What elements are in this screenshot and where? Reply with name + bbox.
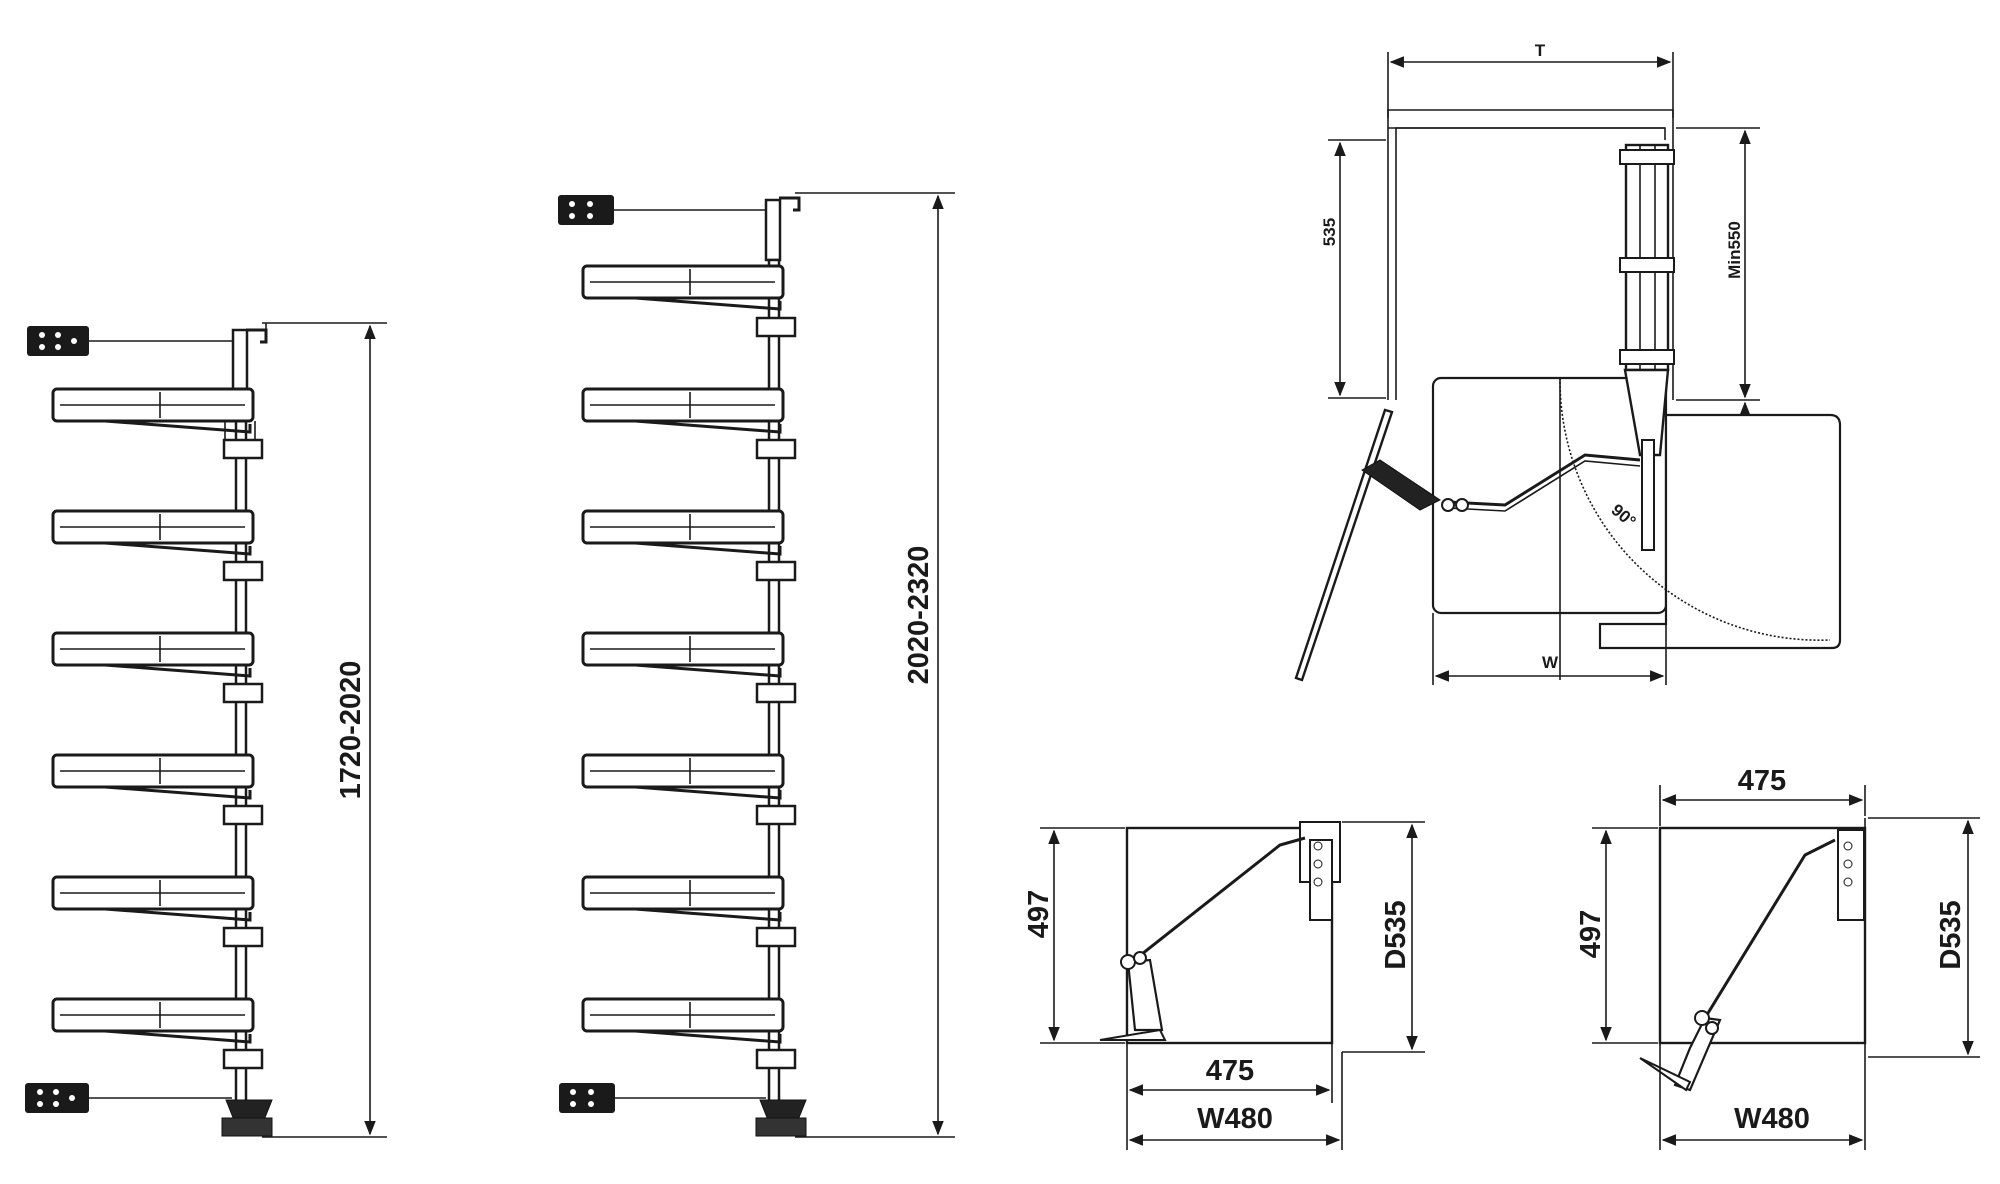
middle-shelf-1: [581, 264, 797, 338]
top-plan-view: T 535 Min550 450: [1294, 41, 1842, 685]
br-mechanism: [1639, 829, 1865, 1092]
bl-depth-inner-label: 497: [1023, 890, 1055, 938]
top-door: [1294, 408, 1441, 682]
br-cabinet-box: [1658, 826, 1867, 1045]
bl-width-inner-label: 475: [1206, 1055, 1254, 1087]
middle-shelf-4: [581, 631, 797, 704]
br-depth-label: D535: [1935, 900, 1967, 969]
middle-bottom-mount-plate: [559, 1083, 766, 1113]
left-shelf-6: [51, 997, 264, 1070]
top-width-label: T: [1535, 41, 1546, 60]
top-mechanism: [1619, 143, 1675, 551]
top-min-depth-label: Min550: [1725, 221, 1744, 279]
middle-pantry-unit: 2020-2320: [558, 192, 955, 1138]
left-pantry-unit: 1720-2020: [25, 322, 387, 1138]
left-shelf-3: [51, 631, 264, 704]
left-height-label: 1720-2020: [335, 661, 367, 800]
middle-shelf-7: [581, 997, 797, 1070]
middle-shelf-2: [581, 387, 797, 460]
middle-height-dimension: 2020-2320: [795, 192, 955, 1138]
br-width-inner-label: 475: [1738, 765, 1786, 797]
br-width-label: W480: [1734, 1103, 1810, 1135]
middle-shelf-6: [581, 875, 797, 948]
bl-width-label: W480: [1197, 1103, 1273, 1135]
middle-height-label: 2020-2320: [903, 546, 935, 685]
top-side-tray: [1598, 413, 1842, 650]
left-shelf-1: [51, 387, 264, 460]
left-bottom-mount-plate: [25, 1083, 232, 1113]
bl-mechanism: [1099, 821, 1341, 1041]
top-cabinet-frame: [1387, 109, 1674, 400]
left-height-dimension: 1720-2020: [262, 322, 387, 1138]
left-shelf-4: [51, 753, 264, 826]
left-shelf-2: [51, 509, 264, 582]
top-front-tray: [1431, 376, 1668, 615]
bottom-left-side-view: 497 D535 475 W480: [1023, 821, 1425, 1150]
br-depth-inner-label: 497: [1575, 910, 1607, 958]
bl-depth-label: D535: [1380, 900, 1412, 969]
bl-cabinet-box: [1125, 826, 1334, 1045]
top-swing-arc: [1559, 377, 1831, 641]
left-top-mount-plate: [27, 326, 232, 356]
top-w-label: W: [1542, 653, 1559, 672]
top-depth-label: 535: [1320, 218, 1339, 246]
middle-shelf-3: [581, 509, 797, 582]
left-shelf-5: [51, 875, 264, 948]
middle-shelf-5: [581, 753, 797, 826]
top-linkage-arm: [1441, 453, 1641, 512]
bottom-right-side-view: 475 497 D535 W480: [1575, 765, 1980, 1150]
middle-top-mount-plate: [558, 195, 765, 225]
middle-column-pole: [755, 196, 807, 1137]
